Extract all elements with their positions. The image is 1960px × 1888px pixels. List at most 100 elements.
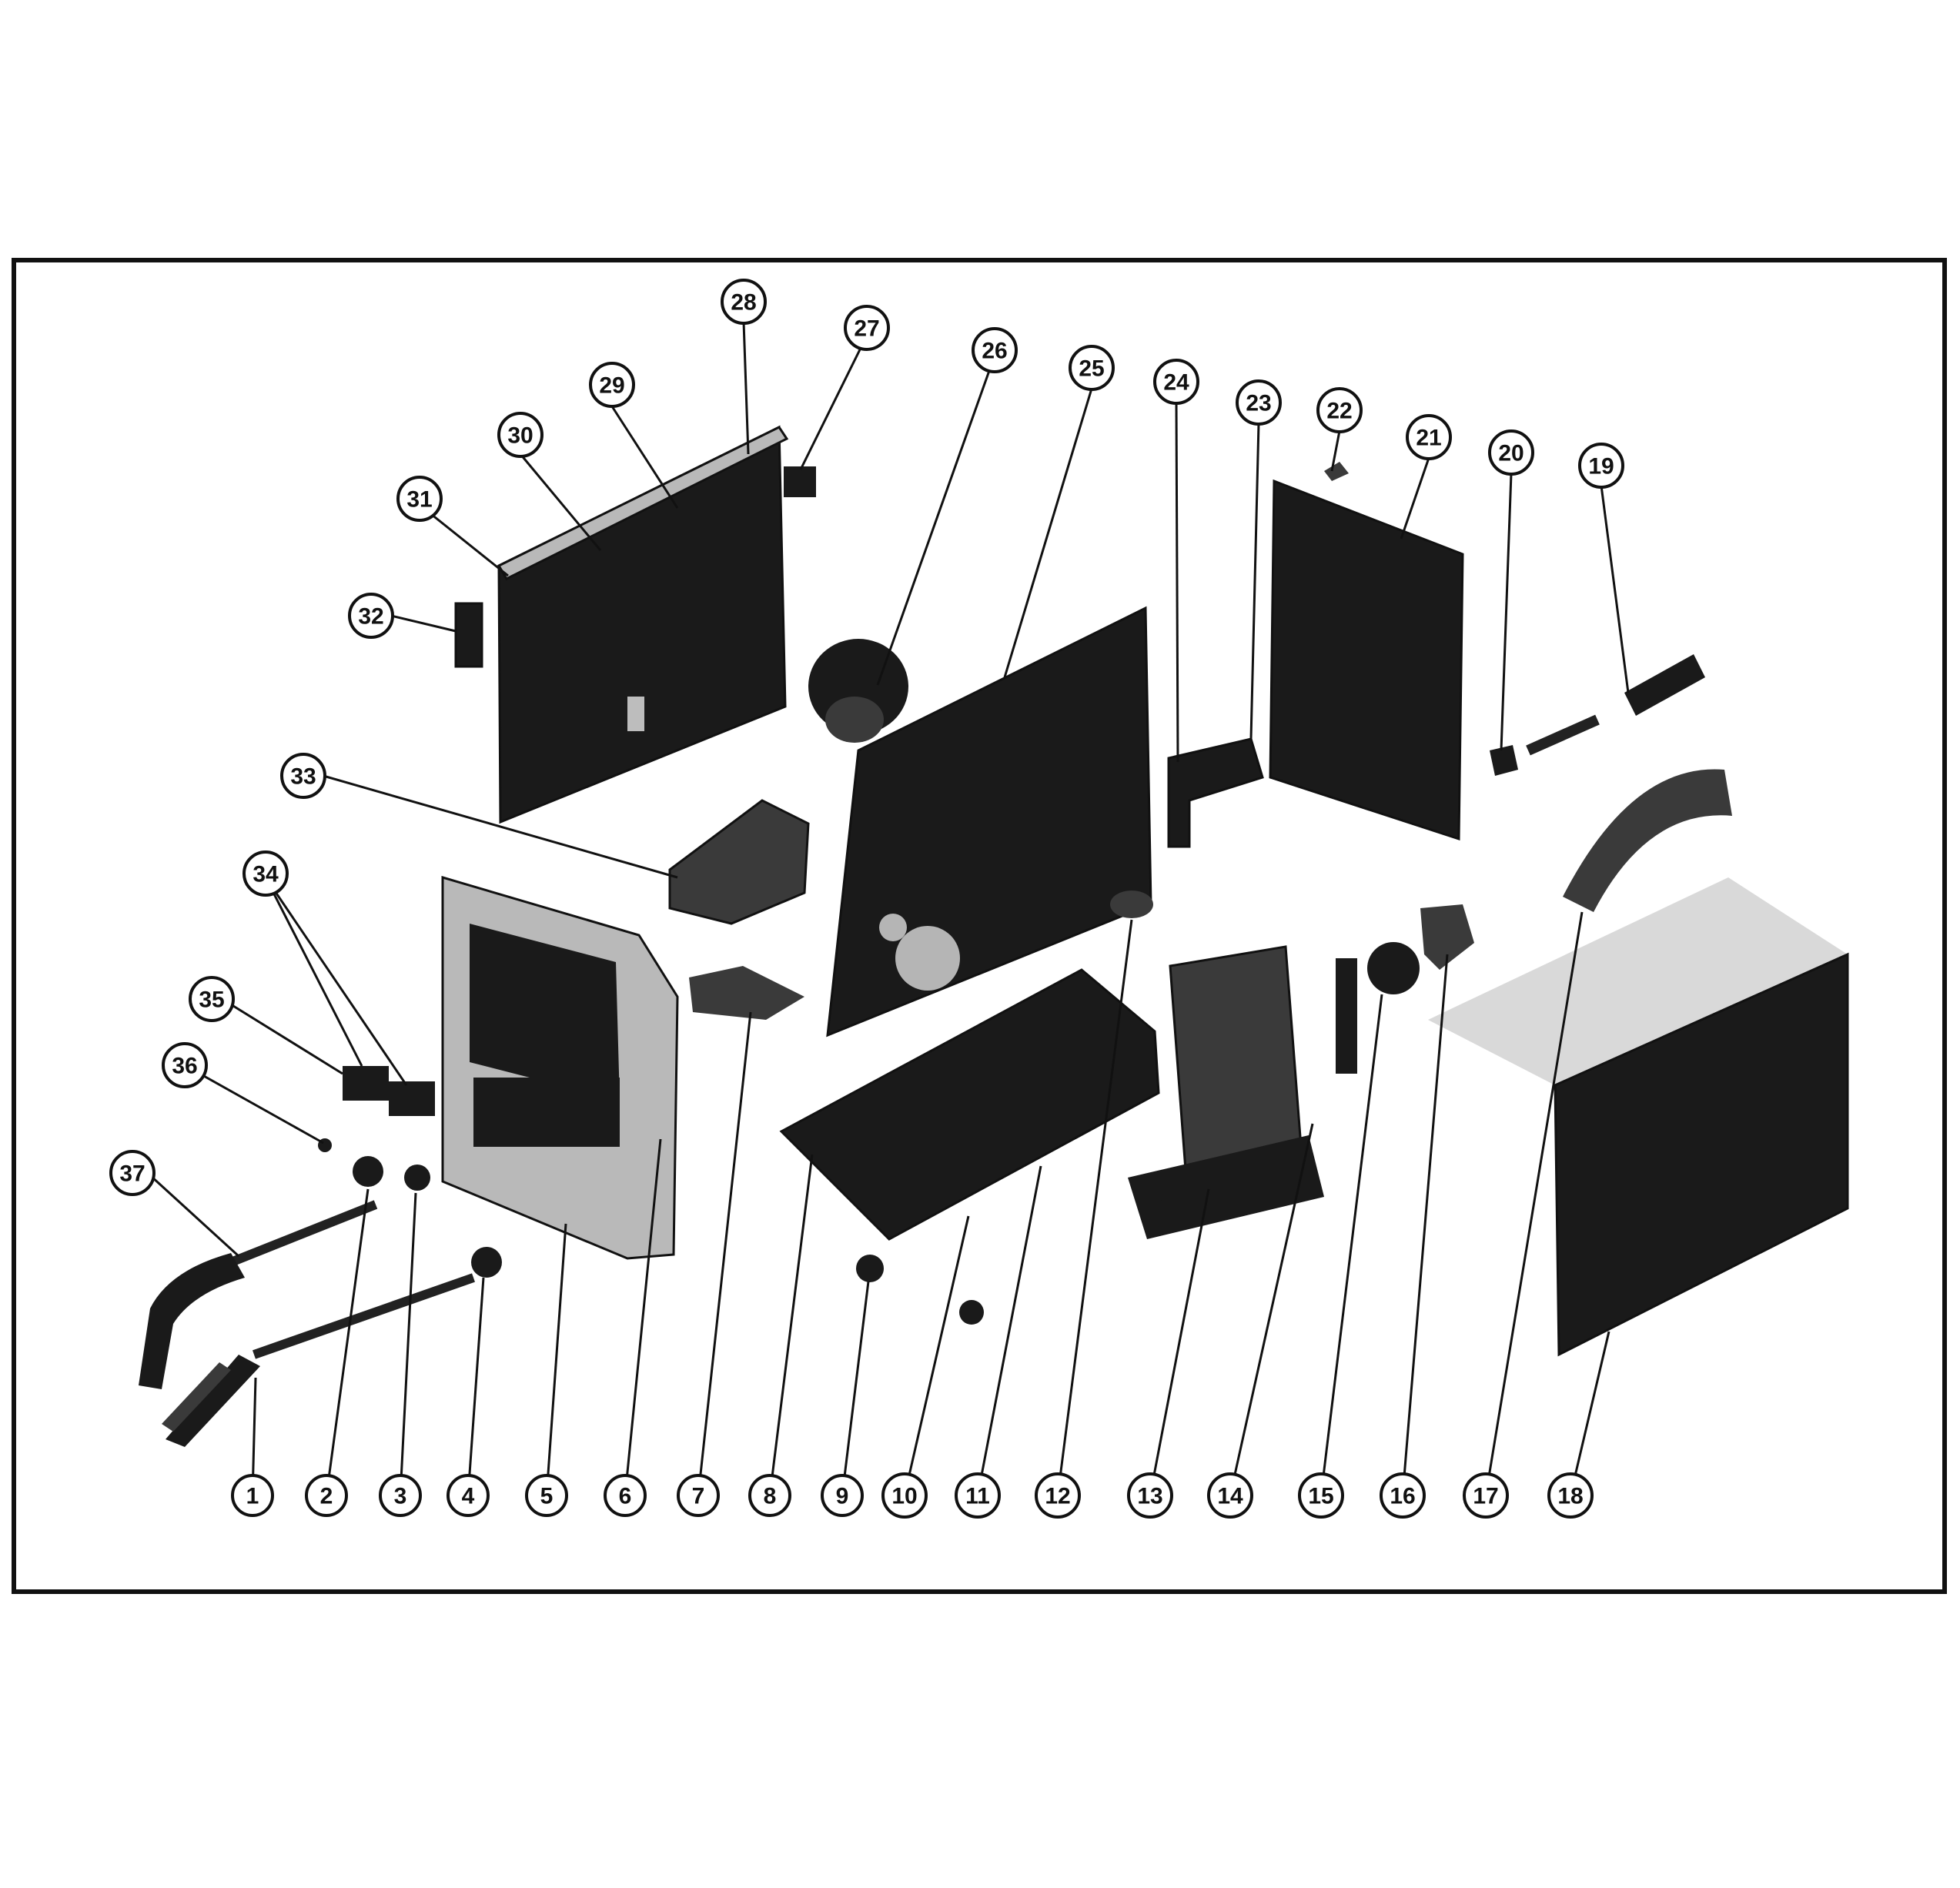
part-37-torch [139,1253,245,1389]
part-5-button-row [473,1078,620,1147]
callout-21: 21 [1406,414,1452,460]
svg-text:26: 26 [982,339,1007,364]
part-18-housing-top [1428,877,1848,1085]
part-37-torch-cable [229,1200,378,1267]
callout-26: 26 [972,327,1018,373]
callout-20: 20 [1488,429,1534,476]
part-14-choke [1336,958,1357,1074]
part-22 [1324,462,1349,481]
part-27-bracket [784,466,816,497]
svg-text:23: 23 [1246,391,1271,416]
svg-text:5: 5 [540,1484,554,1509]
callout-3: 3 [379,1474,422,1517]
callout-9: 9 [821,1474,864,1517]
svg-text:6: 6 [619,1484,632,1509]
part-7-bracket [689,966,804,1020]
callout-37: 37 [109,1150,156,1196]
svg-text:27: 27 [854,316,879,342]
part-4 [471,1247,502,1278]
callout-6: 6 [604,1474,647,1517]
callout-11: 11 [955,1472,1001,1519]
callout-23: 23 [1236,379,1282,426]
svg-text:21: 21 [1416,426,1441,451]
leader-lines [149,321,1630,1496]
svg-text:1: 1 [246,1484,259,1509]
callout-31: 31 [396,476,443,522]
callout-35: 35 [189,976,235,1022]
callout-30: 30 [497,412,544,458]
part-13-base [1128,1135,1324,1239]
callout-28: 28 [721,279,767,325]
part-20 [1490,745,1518,776]
part-1-clamp [166,1355,260,1447]
callout-16: 16 [1380,1472,1426,1519]
part-1-clamp-cable [253,1273,475,1359]
callout-15: 15 [1298,1472,1344,1519]
part-cover-slot [627,697,644,731]
part-12-foot [1146,1200,1171,1225]
part-base-tray [779,968,1160,1241]
part-15-capacitor [1367,942,1420,994]
svg-text:34: 34 [253,862,279,887]
svg-text:2: 2 [320,1484,333,1509]
callout-2: 2 [305,1474,348,1517]
part-25-hole-1 [895,926,960,991]
svg-text:29: 29 [599,373,624,399]
parts-layer [139,425,1849,1447]
svg-text:14: 14 [1217,1484,1243,1509]
part-33-bracket [668,799,810,925]
part-top-cover-rail [497,426,789,580]
part-top-cover [497,425,787,824]
svg-text:11: 11 [965,1484,990,1509]
callout-10: 10 [881,1472,928,1519]
svg-text:9: 9 [836,1484,849,1509]
svg-text:18: 18 [1557,1484,1583,1509]
svg-text:30: 30 [507,423,533,449]
part-10-foot [959,1300,984,1325]
svg-text:37: 37 [119,1161,145,1187]
part-9-foot [856,1255,884,1282]
callout-36: 36 [162,1042,208,1088]
part-21-board [1269,479,1464,841]
part-2 [353,1156,383,1187]
callout-19: 19 [1578,443,1624,489]
svg-text:28: 28 [731,290,756,316]
callout-25: 25 [1069,345,1115,391]
svg-text:31: 31 [406,487,432,513]
callout-27: 27 [844,305,890,351]
svg-text:17: 17 [1473,1484,1498,1509]
svg-text:20: 20 [1498,441,1524,466]
part-19-cord [1526,714,1600,756]
diagram-frame [12,258,1947,1594]
callout-34: 34 [242,850,289,897]
svg-text:10: 10 [891,1484,917,1509]
part-12-knob [1110,891,1153,918]
svg-text:33: 33 [290,764,316,790]
svg-text:19: 19 [1588,454,1614,480]
svg-text:12: 12 [1045,1484,1070,1509]
svg-text:13: 13 [1137,1484,1162,1509]
part-19-plug [1624,654,1705,716]
svg-text:25: 25 [1079,356,1104,382]
callout-17: 17 [1463,1472,1509,1519]
svg-text:24: 24 [1163,370,1189,396]
part-17-handle [1563,769,1732,912]
callouts: 1 2 3 4 5 6 7 8 9 10 11 12 13 14 15 16 1… [109,279,1624,1519]
callout-5: 5 [525,1474,568,1517]
callout-24: 24 [1153,359,1199,405]
callout-8: 8 [748,1474,791,1517]
part-35 [343,1066,389,1101]
callout-29: 29 [589,362,635,408]
svg-text:36: 36 [172,1054,197,1079]
part-24-bracket [1167,737,1264,848]
callout-1: 1 [231,1474,274,1517]
callout-7: 7 [677,1474,720,1517]
callout-4: 4 [447,1474,490,1517]
part-26-fan-2 [825,697,884,743]
part-3 [404,1165,430,1191]
callout-18: 18 [1547,1472,1594,1519]
part-1-clamp-jaw [162,1362,231,1432]
svg-text:3: 3 [394,1484,407,1509]
callout-13: 13 [1127,1472,1173,1519]
